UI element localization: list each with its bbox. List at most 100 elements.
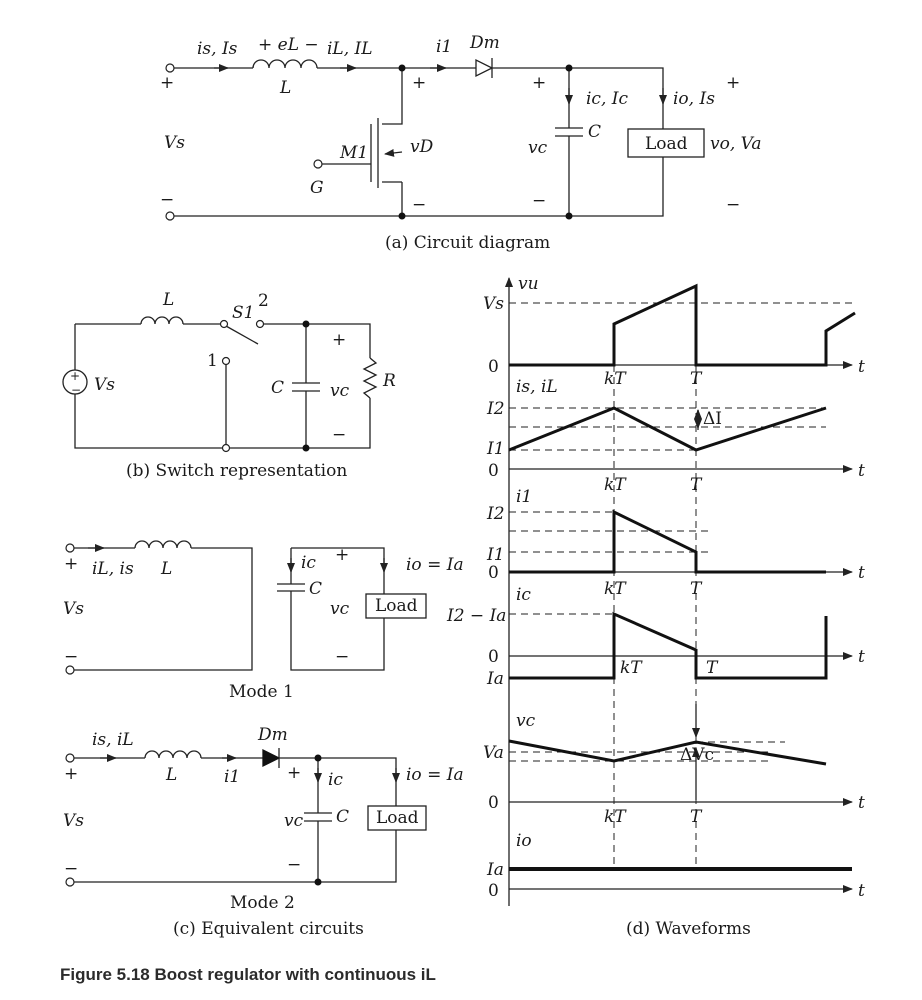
- waveform-ic: [509, 611, 828, 680]
- label-C-a: C: [588, 122, 601, 142]
- svg-text:+: +: [335, 545, 349, 565]
- resistor-R: [362, 357, 378, 399]
- svg-text:−: −: [412, 195, 426, 215]
- label-vs-a: Vs: [164, 133, 185, 153]
- wf-label-ic: ic: [516, 585, 531, 605]
- caption-d: (d) Waveforms: [626, 919, 751, 939]
- wf-zero-1: 0: [488, 357, 499, 377]
- wf-zero-6: 0: [488, 881, 499, 901]
- wf-zero-3: 0: [488, 563, 499, 583]
- svg-text:+: +: [64, 554, 78, 574]
- wf-label-Va: Va: [483, 743, 504, 763]
- svg-text:−: −: [71, 383, 81, 397]
- svg-text:−: −: [287, 855, 301, 875]
- wf-label-I2-2: I2: [486, 504, 505, 524]
- caption-a: (a) Circuit diagram: [385, 233, 550, 253]
- load-label-m2: Load: [376, 808, 419, 828]
- wf-label-I2-1: I2: [486, 399, 505, 419]
- svg-text:−: −: [335, 647, 349, 667]
- label-L-b: L: [162, 290, 174, 310]
- circuit-b: + − Vs L S1 2 1 C vc + − R (b) Switch re…: [62, 290, 396, 481]
- wf-T-5: T: [690, 807, 703, 827]
- wf-label-dI: ΔI: [703, 409, 722, 429]
- load-m2: [367, 805, 427, 831]
- svg-text:−: −: [160, 190, 174, 210]
- label-vs-m1: Vs: [63, 599, 84, 619]
- label-vs-b: Vs: [94, 375, 115, 395]
- wf-t-1: t: [858, 357, 865, 377]
- svg-text:−: −: [332, 425, 346, 445]
- source-vs-b: [62, 369, 88, 395]
- label-R: R: [382, 371, 396, 391]
- label-C-b: C: [271, 378, 284, 398]
- wf-label-vs: Vs: [483, 294, 504, 314]
- wf-zero-5: 0: [488, 793, 499, 813]
- diode-dm-a: [475, 58, 494, 78]
- svg-text:+: +: [287, 763, 301, 783]
- wf-label-Ia-2: Ia: [486, 860, 504, 880]
- wf-T-1: T: [690, 369, 703, 389]
- label-vc-m2: vc: [284, 811, 304, 831]
- label-switch-pos2: 2: [258, 291, 269, 311]
- caption-mode1: Mode 1: [229, 682, 294, 702]
- load-label-a: Load: [645, 134, 688, 154]
- label-vD: vD: [410, 137, 434, 157]
- label-S1: S1: [232, 303, 254, 323]
- wf-T-2: T: [690, 475, 703, 495]
- wf-kT-4: kT: [620, 658, 643, 678]
- wf-t-2: t: [858, 461, 865, 481]
- label-L-a: L: [279, 78, 291, 98]
- label-eL: + eL −: [258, 35, 319, 55]
- label-io-m1: io = Ia: [406, 555, 464, 575]
- waveform-vu: [509, 283, 856, 367]
- label-ic-m1: ic: [301, 553, 316, 573]
- wf-label-is-iL: is, iL: [516, 377, 558, 397]
- svg-text:+: +: [332, 330, 346, 350]
- label-i1-m2: i1: [224, 767, 240, 787]
- waveform-i1: [509, 509, 826, 574]
- label-io-m2: io = Ia: [406, 765, 464, 785]
- caption-b: (b) Switch representation: [126, 461, 347, 481]
- label-is-Is: is, Is: [197, 39, 238, 59]
- label-dm-m2: Dm: [257, 725, 288, 745]
- label-io-Is: io, Is: [673, 89, 715, 109]
- label-vc-a: vc: [528, 138, 548, 158]
- circuit-a: + − Vs is, Is + eL − L iL, IL i1 Dm + − …: [160, 33, 762, 253]
- label-C-m1: C: [309, 579, 322, 599]
- svg-text:−: −: [64, 647, 78, 667]
- label-vs-m2: Vs: [63, 811, 84, 831]
- wf-label-vc: vc: [516, 711, 536, 731]
- wf-kT-1: kT: [604, 369, 627, 389]
- wf-zero-4: 0: [488, 647, 499, 667]
- label-L-m2: L: [165, 765, 177, 785]
- label-i1-a: i1: [436, 37, 452, 57]
- wf-t-3: t: [858, 563, 865, 583]
- wf-kT-5: kT: [604, 807, 627, 827]
- label-switch-pos1: 1: [207, 351, 218, 371]
- label-m1: M1: [339, 143, 368, 163]
- caption-c: (c) Equivalent circuits: [173, 919, 364, 939]
- wf-label-Ia-1: Ia: [486, 669, 504, 689]
- label-ic-m2: ic: [328, 770, 343, 790]
- wf-kT-2: kT: [604, 475, 627, 495]
- wf-T-4: T: [706, 658, 719, 678]
- wf-label-I2-Ia: I2 − Ia: [446, 606, 506, 626]
- wf-label-I1-1: I1: [486, 439, 505, 459]
- label-iL-IL: iL, IL: [327, 39, 373, 59]
- label-L-m1: L: [160, 559, 172, 579]
- circuit-mode1: + − Vs iL, is L ic C + vc − io = Ia Load…: [63, 540, 464, 702]
- load-label-m1: Load: [375, 596, 418, 616]
- circuit-mode2: + − Vs is, iL L i1 Dm + ic C vc − io = I…: [63, 725, 464, 939]
- inductor-L-b: [140, 316, 184, 325]
- label-C-m2: C: [336, 807, 349, 827]
- label-vo-Va: vo, Va: [710, 134, 762, 154]
- load-m1: [365, 593, 427, 619]
- svg-text:+: +: [64, 764, 78, 784]
- wf-zero-2: 0: [488, 461, 499, 481]
- caption-mode2: Mode 2: [230, 893, 295, 913]
- label-G: G: [310, 178, 324, 198]
- label-is-iL-m2: is, iL: [92, 730, 134, 750]
- svg-text:+: +: [412, 73, 426, 93]
- inductor-L-m2: [144, 750, 202, 759]
- wf-label-vu: vu: [518, 274, 539, 294]
